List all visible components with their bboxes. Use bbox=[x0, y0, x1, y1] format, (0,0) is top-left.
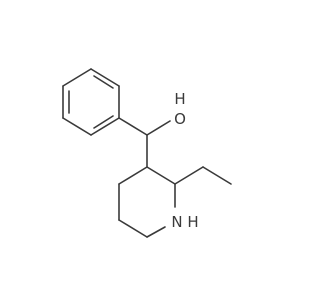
phenyl-double-bond bbox=[93, 75, 114, 89]
piperidine-ring bbox=[118, 166, 176, 238]
hydroxyl-oxygen-label: O bbox=[174, 110, 186, 128]
piperidine-bond bbox=[118, 219, 148, 238]
phenyl-bond bbox=[90, 117, 120, 136]
ring-nitrogen-label: N bbox=[171, 213, 182, 231]
piperidine-bond bbox=[146, 166, 176, 185]
molecule-structure: H O N H bbox=[62, 68, 232, 238]
phenyl-to-carbinol-bond bbox=[118, 117, 148, 136]
phenyl-ring bbox=[62, 68, 120, 136]
phenyl-bond bbox=[90, 68, 120, 87]
hydroxyl-hydrogen-label: H bbox=[174, 90, 185, 108]
ethyl-bond bbox=[174, 166, 204, 185]
piperidine-bond bbox=[146, 226, 166, 238]
carbinol-to-oxygen-bond bbox=[146, 120, 171, 136]
ethyl-bond bbox=[202, 166, 232, 185]
phenyl-bond bbox=[62, 68, 92, 87]
phenyl-double-bond bbox=[93, 115, 114, 129]
phenyl-bond bbox=[62, 117, 92, 136]
amine-hydrogen-label: H bbox=[187, 213, 198, 231]
piperidine-bond bbox=[118, 166, 148, 185]
